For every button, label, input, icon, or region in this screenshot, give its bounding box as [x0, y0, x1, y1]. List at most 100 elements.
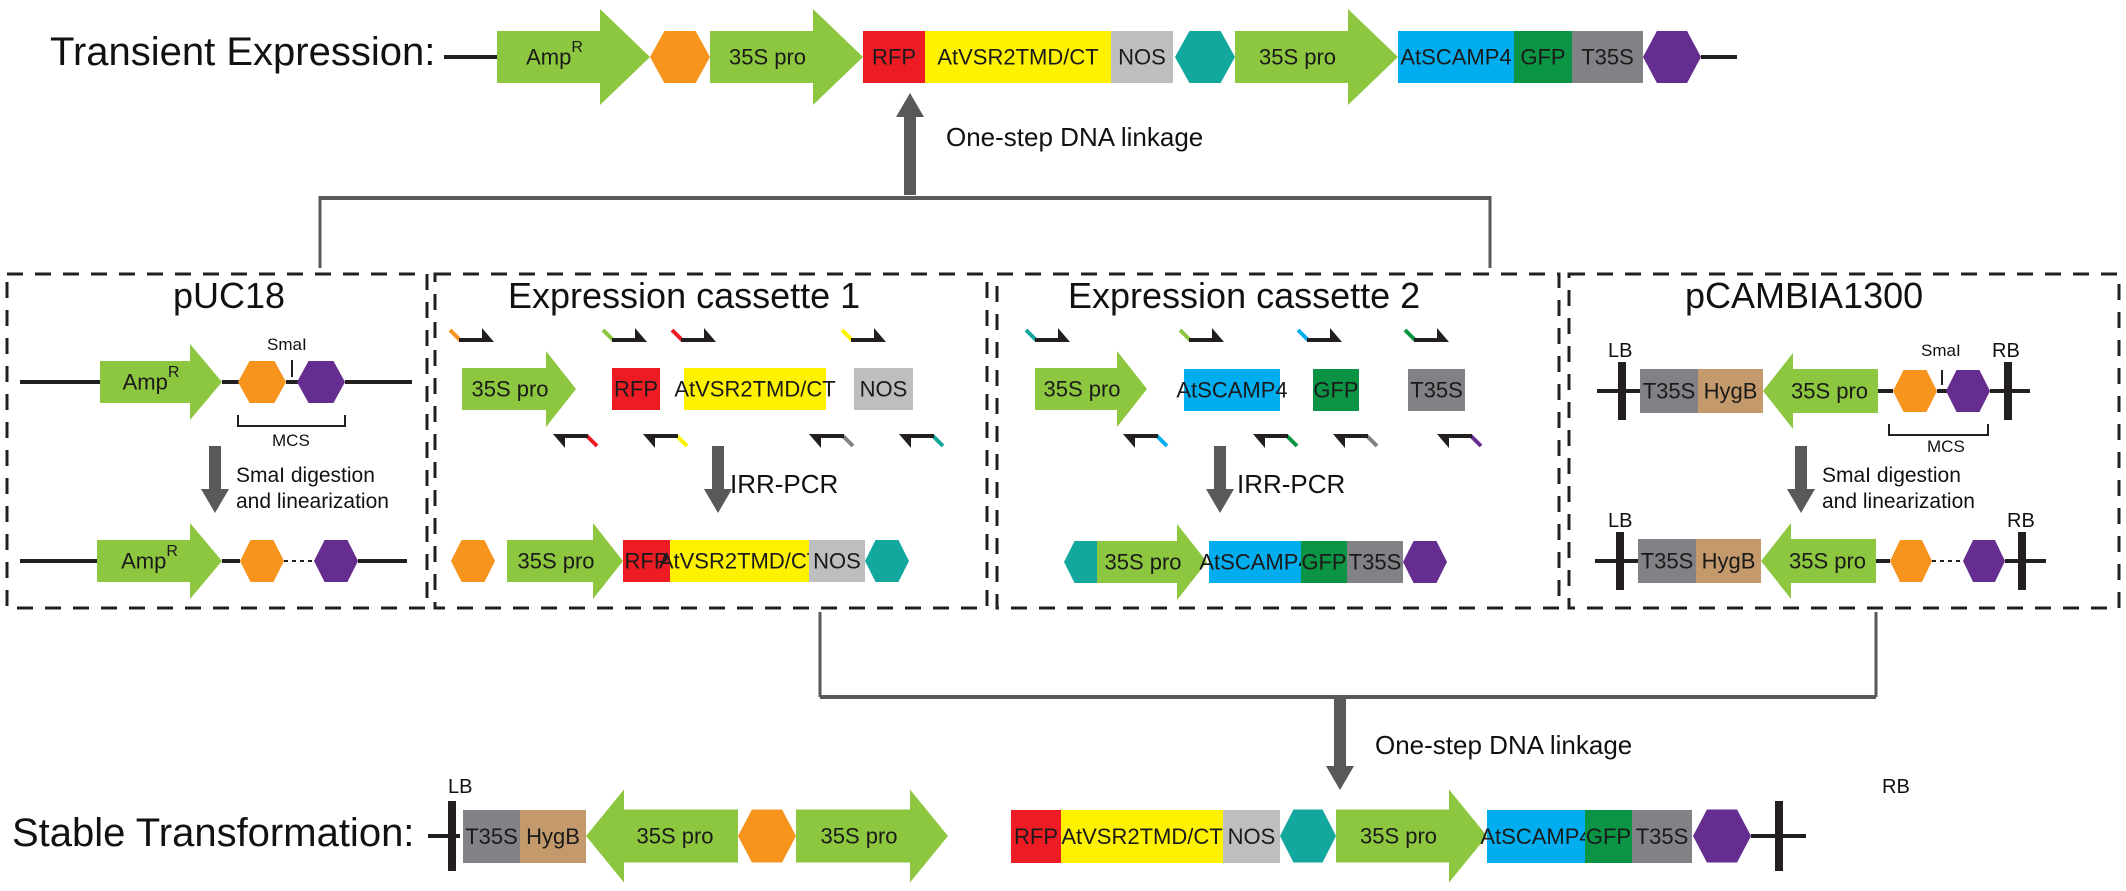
panel-box-puc18: [5, 272, 429, 610]
stable-gfp-label: GFP: [1586, 824, 1631, 849]
text-labels: Transient Expression: Stable Transformat…: [12, 30, 2035, 855]
digest-label-pcambia-line2: and linearization: [1822, 490, 1975, 513]
transient-t35s: [1572, 31, 1643, 83]
pcambia-hygb-label: HygB: [1704, 379, 1758, 404]
lb-label-pcambia-bottom: LB: [1608, 510, 1632, 532]
bottom-linkage-arrow-shaft: [1334, 697, 1346, 766]
transient-vsr2-label: AtVSR2TMD/CT: [937, 45, 1098, 70]
cassette2-result-35s-promoter: [1097, 524, 1207, 600]
cassette2-primer-r1-head: [1123, 434, 1158, 448]
transient-gfp-label: GFP: [1520, 45, 1565, 70]
pcambia-lin-35s-promoter: [1761, 523, 1876, 599]
stable-purple-site: [1693, 809, 1751, 863]
stable-teal-site: [1280, 809, 1336, 863]
pcambia-lin-hygb: [1696, 539, 1761, 583]
lb-label-stable: LB: [448, 776, 472, 798]
cassette2-result-gfp: [1301, 541, 1347, 583]
smai-label-puc18: SmaI: [267, 335, 307, 354]
cassette2-atscamp4-label: AtSCAMP4: [1176, 378, 1287, 403]
cassette2-primer-r2-head: [1253, 434, 1288, 448]
transient-ampr-arrow: [497, 9, 650, 105]
stable-hygb: [520, 810, 586, 863]
panel-box-cassette2: [995, 272, 1561, 610]
rb-label-stable: RB: [1882, 776, 1910, 798]
stable-t35s-label: T35S: [465, 824, 518, 849]
transient-expression-title: Transient Expression:: [50, 30, 435, 74]
cassette1-primer-r1-tail: [585, 434, 599, 448]
puc18-orange-site: [238, 361, 286, 403]
cassette2-gfp: [1313, 369, 1359, 411]
cassette2-primer-f4-head: [1414, 328, 1449, 342]
transient-ampr-arrow-label-superscript: R: [571, 39, 583, 56]
pcambia-lin-lb-border: [1616, 532, 1624, 590]
cassette2-primer-f1-tail: [1024, 328, 1038, 342]
pcambia-lin-rb-border: [2018, 532, 2026, 590]
stable-35s-promoter-left-label: 35S pro: [636, 824, 713, 849]
pcambia-lin-t35s-label: T35S: [1641, 549, 1694, 574]
transient-35s-promoter-1: [710, 9, 863, 105]
puc18-ampr-arrow-label-superscript: R: [168, 364, 180, 381]
cassette2-primer-f1-head: [1035, 328, 1070, 342]
puc18-lin-ampr-arrow-label: AmpR: [121, 543, 178, 574]
transient-purple-site: [1643, 31, 1701, 83]
stable-35s-promoter-3-label: 35S pro: [1360, 824, 1437, 849]
puc18-lin-purple-site: [314, 540, 358, 582]
pcambia-rb-border: [2004, 362, 2012, 420]
bottom-linkage-arrow-head: [1326, 766, 1354, 790]
cassette1-result-vsr2-label: AtVSR2TMD/CT: [659, 549, 820, 574]
stable-gfp: [1585, 810, 1632, 863]
cassette1-result-35s-promoter: [507, 523, 623, 599]
cassette2-result-t35s-label: T35S: [1349, 550, 1402, 575]
bottom-linkage-label: One-step DNA linkage: [1375, 730, 1632, 760]
cassette2-primer-f2-head: [1189, 328, 1224, 342]
cassette1-primer-f1-tail: [448, 328, 462, 342]
cassette2-primer-f4-tail: [1403, 328, 1417, 342]
cassette1-primer-f2-head: [612, 328, 647, 342]
transient-35s-promoter-1-label: 35S pro: [729, 45, 806, 70]
cassette1-result-rfp: [623, 540, 670, 582]
rb-label-pcambia-bottom: RB: [2007, 510, 2035, 532]
pcambia-lin-orange-site: [1890, 540, 1932, 582]
cassette1-nos: [854, 368, 913, 410]
cassette1-result-nos-label: NOS: [813, 549, 861, 574]
cassette2-result-gfp-label: GFP: [1301, 550, 1346, 575]
pcambia-digest-arrow-head: [1787, 489, 1815, 513]
cassette1-irr-pcr-arrow-head: [704, 489, 732, 513]
panel-title-puc18: pUC18: [173, 275, 285, 316]
pcambia-lin-purple-site: [1963, 540, 2005, 582]
stable-35s-promoter-right: [796, 789, 948, 883]
rb-label-pcambia-top: RB: [1992, 340, 2020, 362]
digest-label-pcambia-line1: SmaI digestion: [1822, 464, 1961, 487]
transient-atscamp4-label: AtSCAMP4: [1400, 45, 1511, 70]
puc18-lin-orange-site: [240, 540, 284, 582]
stable-transformation-title: Stable Transformation:: [12, 811, 414, 855]
mcs-label-pcambia: MCS: [1927, 437, 1965, 456]
cassette2-primer-r3-head: [1333, 434, 1368, 448]
cassette1-irr-pcr-arrow-shaft: [712, 446, 724, 489]
pcambia-t35s-label: T35S: [1643, 379, 1696, 404]
cassette1-rfp-label: RFP: [614, 377, 658, 402]
cassette1-result-teal-site: [865, 540, 909, 582]
pcambia-hygb: [1698, 369, 1763, 413]
panel-title-cassette2: Expression cassette 2: [1068, 275, 1420, 316]
mcs-label-puc18: MCS: [272, 431, 310, 450]
stable-vsr2: [1061, 810, 1223, 863]
transient-nos-label: NOS: [1118, 45, 1166, 70]
stable-rfp: [1011, 810, 1061, 863]
stable-rb-border: [1775, 801, 1783, 871]
cassette1-rfp: [612, 368, 660, 410]
stable-35s-promoter-3: [1336, 789, 1487, 883]
transient-35s-promoter-2: [1235, 9, 1398, 105]
digest-label-puc18-line1: SmaI digestion: [236, 464, 375, 487]
cassette1-35s-promoter-label: 35S pro: [471, 377, 548, 402]
pcambia-35s-promoter-label: 35S pro: [1791, 379, 1868, 404]
cassette1-result-rfp-label: RFP: [625, 549, 669, 574]
stable-orange-site: [738, 809, 796, 863]
cassette1-primer-r1-head: [553, 434, 588, 448]
cassette2-primer-r1-tail: [1155, 434, 1169, 448]
stable-t35s: [463, 810, 520, 863]
stable-vsr2-label: AtVSR2TMD/CT: [1061, 824, 1222, 849]
cassette2-primer-f3-head: [1307, 328, 1342, 342]
pcambia-t35s: [1640, 369, 1698, 413]
